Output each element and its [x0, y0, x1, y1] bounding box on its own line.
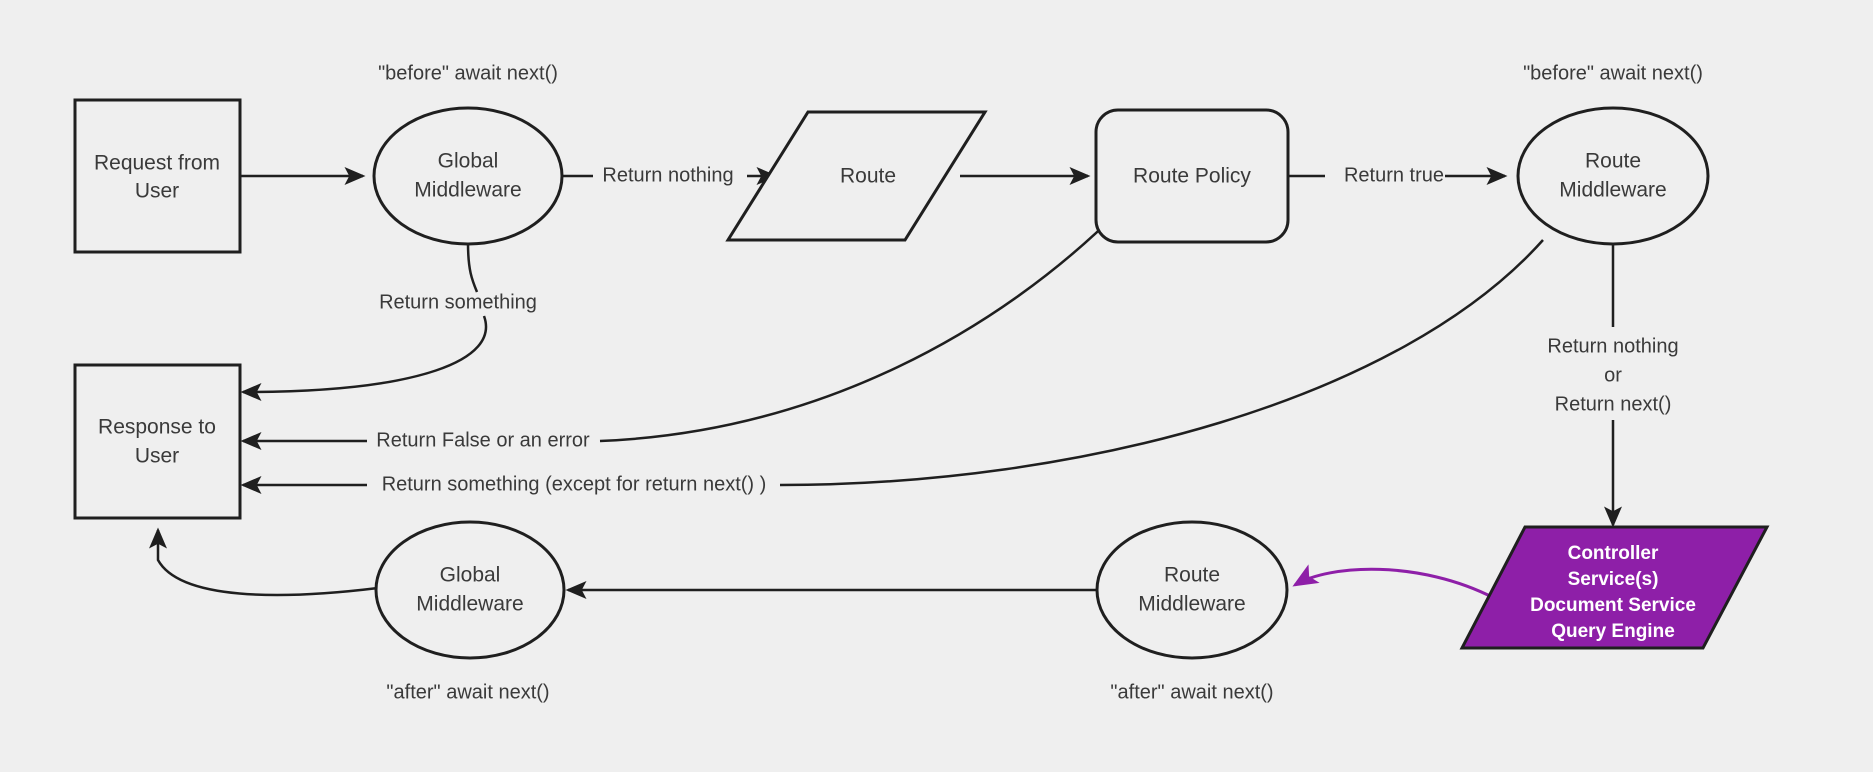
response-to-user-label-line2: User — [135, 445, 179, 468]
edge-label-return-nothing-or-next-line3: Return next() — [1555, 393, 1672, 415]
node-services[interactable]: Controller Service(s) Document Service Q… — [1459, 525, 1770, 650]
node-global-middleware-top[interactable]: Global Middleware — [372, 106, 564, 246]
route-middleware-bottom-label-line2: Middleware — [1138, 593, 1245, 616]
edge-services-to-route-middleware-bottom — [1292, 564, 1495, 600]
node-route-middleware-top[interactable]: Route Middleware — [1516, 106, 1710, 246]
edge-label-return-nothing-or-next-line2: or — [1604, 364, 1622, 386]
services-label-line2: Service(s) — [1568, 569, 1659, 590]
edge-label-return-true: Return true — [1344, 164, 1444, 186]
annotation-after-await-next-global: "after" await next() — [386, 681, 549, 703]
edge-route-policy-return-false — [599, 209, 1121, 443]
global-middleware-top-label-line2: Middleware — [414, 179, 521, 202]
annotation-before-await-next-route: "before" await next() — [1523, 62, 1703, 84]
edge-label-return-false-or-error: Return False or an error — [376, 429, 590, 451]
route-middleware-top-label-line2: Middleware — [1559, 179, 1666, 202]
edge-label-return-something-except: Return something (except for return next… — [382, 473, 767, 495]
request-from-user-label-line2: User — [135, 180, 179, 203]
edge-label-return-something: Return something — [379, 291, 537, 313]
annotation-after-await-next-route: "after" await next() — [1110, 681, 1273, 703]
node-request-from-user[interactable]: Request from User — [73, 98, 242, 254]
route-policy-label: Route Policy — [1133, 165, 1251, 188]
response-to-user-label-line1: Response to — [98, 416, 216, 439]
request-from-user-label-line1: Request from — [94, 152, 220, 175]
node-response-to-user[interactable]: Response to User — [73, 363, 242, 520]
node-route-policy[interactable]: Route Policy — [1094, 108, 1290, 244]
node-route-middleware-bottom[interactable]: Route Middleware — [1095, 520, 1289, 660]
edge-global-middleware-return-something-upper — [466, 242, 479, 293]
global-middleware-bottom-label-line1: Global — [440, 564, 501, 587]
edge-global-middleware-return-something-lower — [240, 315, 488, 401]
route-middleware-bottom-label-line1: Route — [1164, 564, 1220, 587]
node-route[interactable]: Route — [725, 110, 988, 242]
edge-global-middleware-bottom-to-response — [149, 527, 379, 597]
services-label-line1: Controller — [1568, 543, 1659, 564]
edge-label-return-nothing: Return nothing — [602, 164, 733, 186]
global-middleware-top-label-line1: Global — [438, 150, 499, 173]
edge-route-middleware-return-something-except — [779, 239, 1544, 487]
global-middleware-bottom-label-line2: Middleware — [416, 593, 523, 616]
node-global-middleware-bottom[interactable]: Global Middleware — [374, 520, 566, 660]
route-label: Route — [840, 165, 896, 188]
route-middleware-top-label-line1: Route — [1585, 150, 1641, 173]
annotation-before-await-next-global: "before" await next() — [378, 62, 558, 84]
services-label-line3: Document Service — [1530, 595, 1696, 616]
services-label-line4: Query Engine — [1551, 621, 1675, 642]
edge-label-return-nothing-or-next-line1: Return nothing — [1547, 335, 1678, 357]
